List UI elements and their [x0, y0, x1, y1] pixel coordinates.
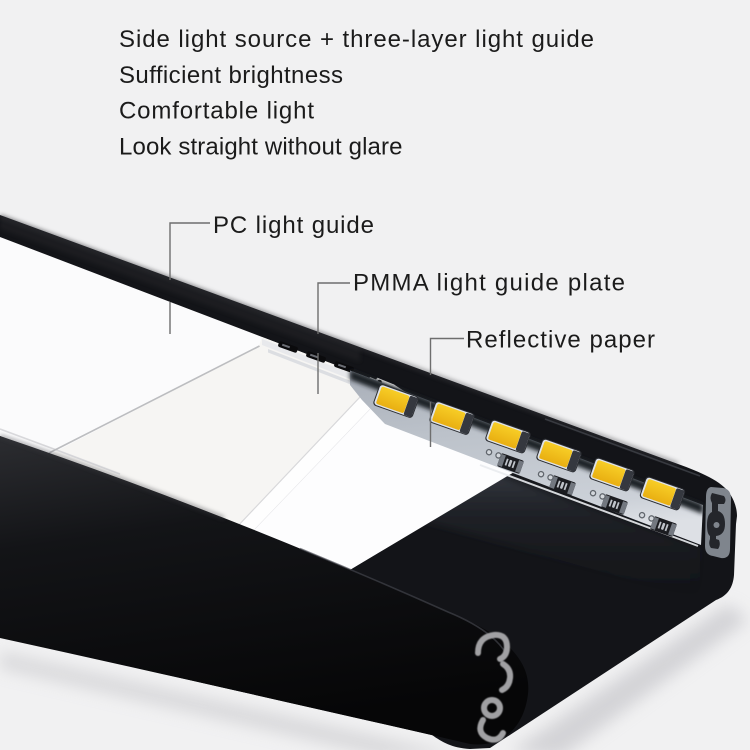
svg-text:PC light guide: PC light guide: [213, 212, 374, 239]
svg-text:Comfortable light: Comfortable light: [119, 98, 314, 125]
svg-text:Side light source + three-laye: Side light source + three-layer light gu…: [119, 26, 594, 53]
svg-text:PMMA light guide plate: PMMA light guide plate: [353, 270, 625, 297]
svg-text:Look straight without glare: Look straight without glare: [119, 134, 403, 161]
svg-text:Sufficient brightness: Sufficient brightness: [119, 62, 343, 89]
svg-text:Reflective paper: Reflective paper: [466, 327, 655, 354]
